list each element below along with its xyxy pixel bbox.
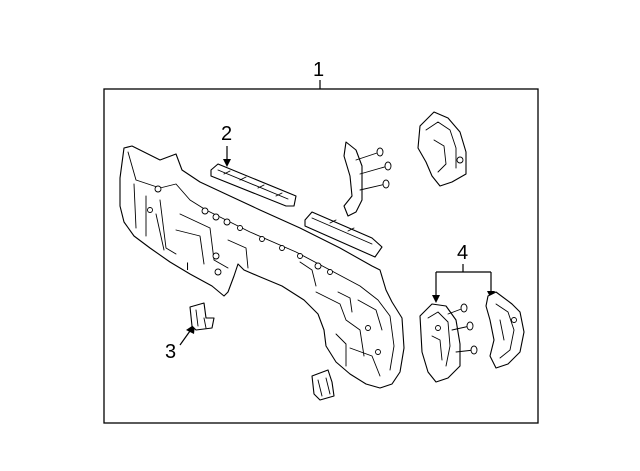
callout-1-label: 1 [313,59,324,81]
upper-right-mount [417,111,467,187]
part-4-left-mount [419,303,478,383]
upper-stud-bracket [343,141,392,217]
part-4-right-mount [485,291,525,369]
main-rear-panel: I [119,145,405,389]
callout-2-label: 2 [221,123,232,145]
part-2-reinforcement [210,163,297,207]
callout-3-leader [179,330,191,346]
lower-bracket [311,369,335,401]
panel-mark: I [186,261,189,273]
diagram-frame [103,88,539,424]
callout-4-arrowhead-left [432,295,440,303]
part-3-bracket [189,302,215,331]
callout-2-arrowhead [223,159,231,167]
callout-3-label: 3 [165,341,176,363]
mid-rail-piece [304,211,383,258]
callout-4-label: 4 [457,242,468,264]
